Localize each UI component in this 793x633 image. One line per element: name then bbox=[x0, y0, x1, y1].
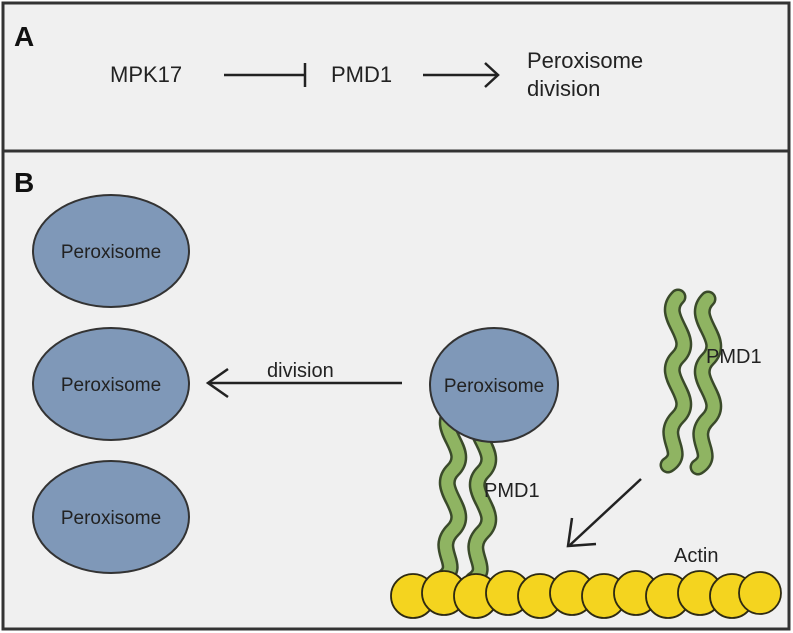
pmd1-free-coils bbox=[659, 288, 723, 476]
pmd1-bound-label: PMD1 bbox=[484, 480, 540, 502]
peroxisome-label: Peroxisome bbox=[61, 242, 161, 263]
inhibition-arrow bbox=[224, 63, 307, 87]
actin-filament bbox=[390, 570, 782, 619]
panel-a-label: A bbox=[14, 21, 34, 52]
peroxisome-label: Peroxisome bbox=[444, 376, 544, 397]
peroxisome-label: Peroxisome bbox=[61, 508, 161, 529]
recruitment-arrow bbox=[566, 478, 642, 548]
mpk17-text: MPK17 bbox=[110, 62, 182, 87]
divided-peroxisome-1: Peroxisome bbox=[32, 194, 190, 308]
panel-b-label: B bbox=[14, 167, 34, 198]
activation-arrow bbox=[423, 62, 500, 88]
actin-label: Actin bbox=[674, 545, 718, 567]
outcome-line1: Peroxisome bbox=[527, 48, 643, 73]
divided-peroxisome-3: Peroxisome bbox=[32, 460, 190, 574]
pmd1-free-label: PMD1 bbox=[706, 346, 762, 368]
division-arrow bbox=[205, 367, 402, 399]
panel-a-frame bbox=[1, 1, 791, 153]
parent-peroxisome: Peroxisome bbox=[429, 327, 559, 443]
outcome-line2: division bbox=[527, 76, 600, 101]
division-label: division bbox=[267, 360, 334, 382]
divided-peroxisome-2: Peroxisome bbox=[32, 327, 190, 441]
peroxisome-label: Peroxisome bbox=[61, 375, 161, 396]
pmd1-text: PMD1 bbox=[331, 62, 392, 87]
